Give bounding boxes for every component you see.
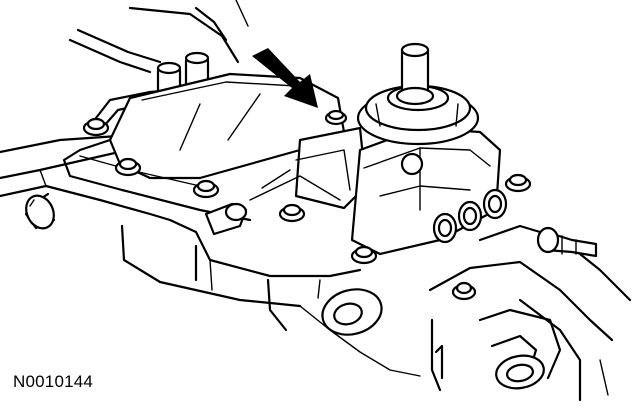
bolt-6-icon [350, 245, 378, 265]
bolt-3-icon [192, 179, 220, 199]
tail-housing-lines [68, 0, 249, 74]
left-tube [24, 192, 56, 230]
bottom-elbow [478, 308, 562, 390]
side-plugs [432, 188, 508, 244]
shift-lever-post [395, 42, 435, 106]
bolt-4-icon [278, 203, 306, 223]
figure-reference-code: N0010144 [13, 372, 94, 391]
pointer-arrow-icon [252, 48, 318, 108]
bolt-5-icon [324, 109, 348, 126]
cover-bolts [82, 109, 532, 301]
center-plug [204, 169, 341, 236]
bolt-1-icon [82, 117, 110, 137]
bolt-7-icon [504, 173, 532, 193]
inspection-boss [317, 279, 383, 336]
shift-tower-base [350, 126, 502, 256]
bottom-mark [434, 344, 444, 380]
lower-housing [120, 218, 421, 377]
right-fitting [536, 226, 598, 258]
shifter-cover [294, 126, 368, 210]
bolt-2-icon [114, 157, 142, 177]
bolt-8-icon [451, 281, 477, 301]
